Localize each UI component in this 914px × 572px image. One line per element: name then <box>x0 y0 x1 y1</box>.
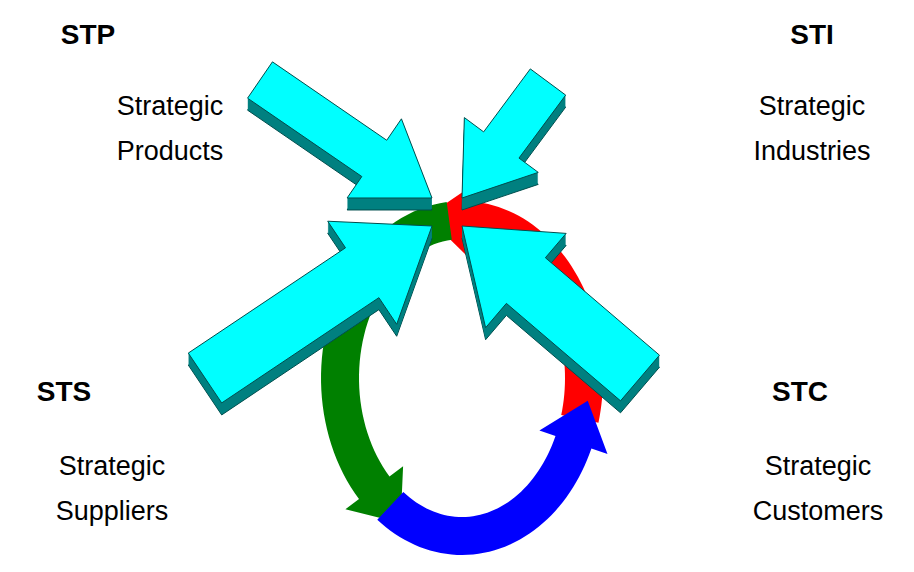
corner-label: Strategic Customers <box>753 444 884 533</box>
corner-label: Strategic Suppliers <box>56 444 169 533</box>
input-arrow <box>188 221 432 415</box>
corner-abbreviation: STC <box>772 375 828 409</box>
arrow-face <box>188 221 432 403</box>
corner-abbreviation: STI <box>790 18 834 52</box>
arrow-side <box>188 222 432 404</box>
corner-abbreviation: STP <box>61 18 115 52</box>
arrow-side <box>248 63 432 199</box>
arrow-face <box>248 62 432 198</box>
corner-label: Strategic Industries <box>753 84 870 173</box>
input-arrow <box>248 62 432 210</box>
input-arrow <box>462 69 566 210</box>
input-arrow <box>462 226 659 413</box>
arrow-side <box>462 227 659 402</box>
cycle-arrow <box>377 401 607 555</box>
arrow-face <box>462 226 659 401</box>
input-arrows <box>188 62 659 415</box>
corner-abbreviation: STS <box>37 375 91 409</box>
corner-label: Strategic Products <box>117 84 224 173</box>
arrow-side <box>462 70 566 199</box>
arrow-face <box>462 69 566 198</box>
